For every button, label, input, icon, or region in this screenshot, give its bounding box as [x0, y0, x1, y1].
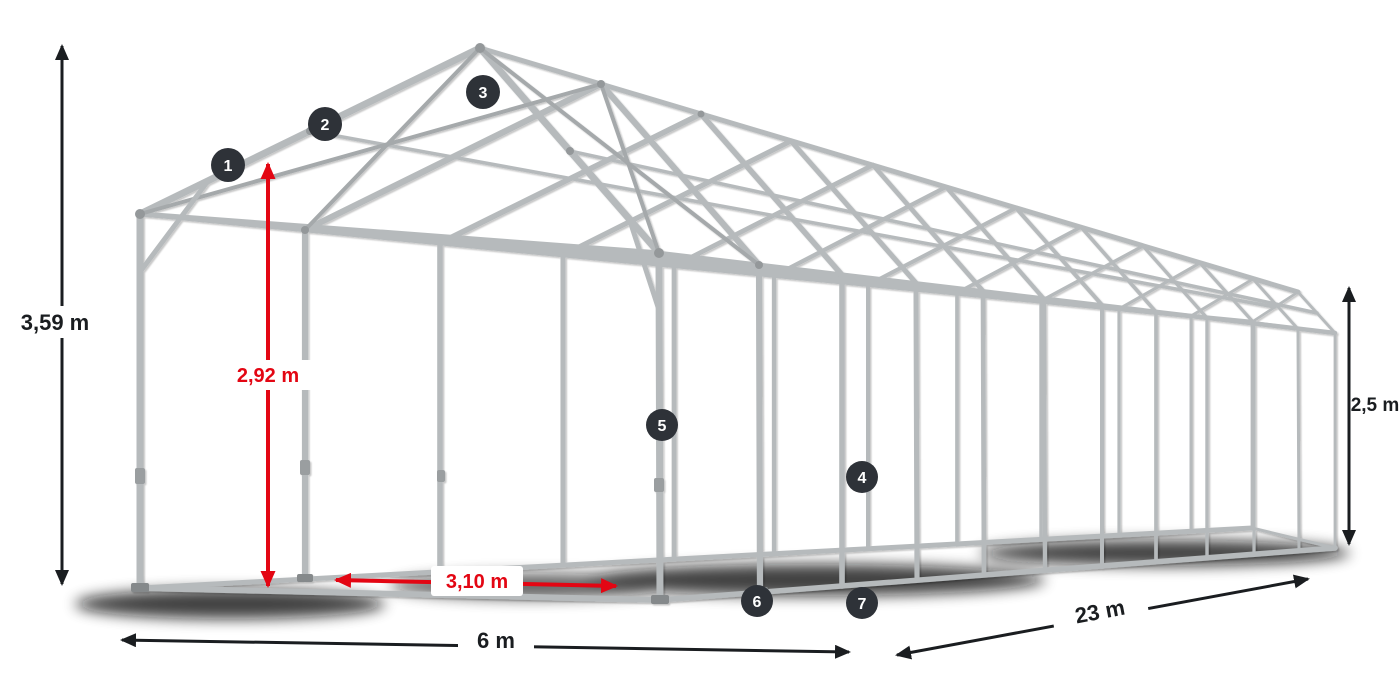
left-roof-purlin — [308, 129, 1277, 309]
badge-2-circle[interactable] — [308, 107, 342, 141]
shadow-far — [980, 540, 1350, 566]
knee-brace-left — [137, 178, 211, 275]
joint-eave-right-1 — [654, 248, 664, 258]
shadow-front — [75, 589, 385, 619]
dimension-entrance-height: 2,92 m — [222, 162, 314, 588]
brace-left-2 — [303, 46, 482, 232]
total-height-label: 3,59 m — [21, 310, 90, 335]
frame-3-outline — [437, 111, 845, 589]
badge-5-number: 5 — [658, 418, 667, 435]
sleeve-post-2 — [300, 460, 310, 475]
badge-4-circle[interactable] — [846, 461, 878, 493]
dimension-length: 23 m — [895, 574, 1310, 660]
front-base-rail — [137, 585, 663, 603]
ridge-beam — [477, 45, 1301, 295]
rear-base-rail — [1250, 526, 1337, 550]
shadow-mid-right — [585, 564, 1045, 596]
side-height-label: 2,5 m — [1351, 395, 1400, 416]
frame-9-outline — [1039, 244, 1209, 560]
hotspot-badges: 1 2 3 4 5 6 7 — [211, 75, 878, 619]
right-roof-purlin — [568, 149, 1319, 315]
post-sleeves — [135, 460, 664, 492]
badge-7-number: 7 — [858, 596, 867, 613]
length-label-bg — [1049, 587, 1151, 637]
frame-1-tie — [137, 211, 662, 256]
brace-right-2 — [599, 82, 661, 255]
left-base-rail — [137, 525, 1255, 591]
badge-4-number: 4 — [858, 470, 867, 487]
roof-cross-bracing — [138, 46, 761, 267]
sleeve-post-1 — [135, 468, 145, 484]
badge-7-circle[interactable] — [846, 587, 878, 619]
right-base-rail — [657, 545, 1338, 603]
badge-3-circle[interactable] — [466, 75, 500, 109]
foot-front-left — [131, 583, 149, 592]
dimension-width: 6 m — [120, 626, 851, 659]
joint-eave-right-2 — [755, 261, 763, 269]
frame-joints — [135, 43, 763, 269]
joint-eave-left-2 — [301, 226, 309, 234]
frame-structure — [131, 43, 1338, 604]
frame-10-outline — [1117, 261, 1256, 556]
length-label-group: 23 m — [1049, 587, 1151, 637]
width-label-bg — [458, 626, 534, 656]
entrance-width-label-bg — [431, 566, 523, 596]
foot-front-right — [651, 595, 669, 604]
badge-6-number: 6 — [753, 594, 762, 611]
badge-1[interactable]: 1 — [211, 148, 245, 182]
frame-8-outline — [955, 225, 1158, 564]
entrance-height-label: 2,92 m — [237, 365, 299, 387]
badge-5-circle[interactable] — [646, 409, 678, 441]
badge-2-number: 2 — [321, 117, 330, 134]
badge-1-number: 1 — [224, 158, 233, 175]
dimension-total-height: 3,59 m — [4, 44, 106, 586]
right-eave-purlin — [656, 250, 1338, 336]
foot-second-left — [297, 574, 313, 582]
badge-3[interactable]: 3 — [466, 75, 500, 109]
brace-left-1 — [138, 82, 603, 216]
entrance-width-label: 3,10 m — [446, 571, 508, 593]
width-label: 6 m — [477, 628, 515, 653]
sleeve-post-4 — [437, 470, 445, 482]
joint-apex-3 — [697, 110, 705, 118]
brace-right-1 — [478, 46, 761, 267]
badge-4[interactable]: 4 — [846, 461, 878, 493]
badge-5[interactable]: 5 — [646, 409, 678, 441]
joint-apex-1 — [475, 43, 485, 53]
badge-2[interactable]: 2 — [308, 107, 342, 141]
knee-brace-right — [627, 218, 662, 313]
badge-3-number: 3 — [479, 85, 488, 102]
badge-1-circle[interactable] — [211, 148, 245, 182]
joint-apex-2 — [597, 80, 605, 88]
frame-2-tie — [302, 227, 762, 268]
gable-frames — [437, 111, 1337, 589]
entrance-height-label-bg — [222, 360, 314, 390]
joint-purlin-right — [566, 147, 574, 155]
badge-6[interactable]: 6 — [741, 585, 773, 617]
badge-7[interactable]: 7 — [846, 587, 878, 619]
total-height-label-bg — [4, 306, 106, 338]
joint-eave-left-1 — [135, 209, 145, 219]
side-height-label-bg — [1352, 390, 1400, 418]
longitudinal-beams — [137, 45, 1338, 336]
badge-6-circle[interactable] — [741, 585, 773, 617]
dimension-entrance-width: 3,10 m — [334, 566, 618, 596]
dimension-side-height: 2,5 m — [1342, 286, 1400, 546]
sleeve-post-3 — [654, 478, 664, 492]
